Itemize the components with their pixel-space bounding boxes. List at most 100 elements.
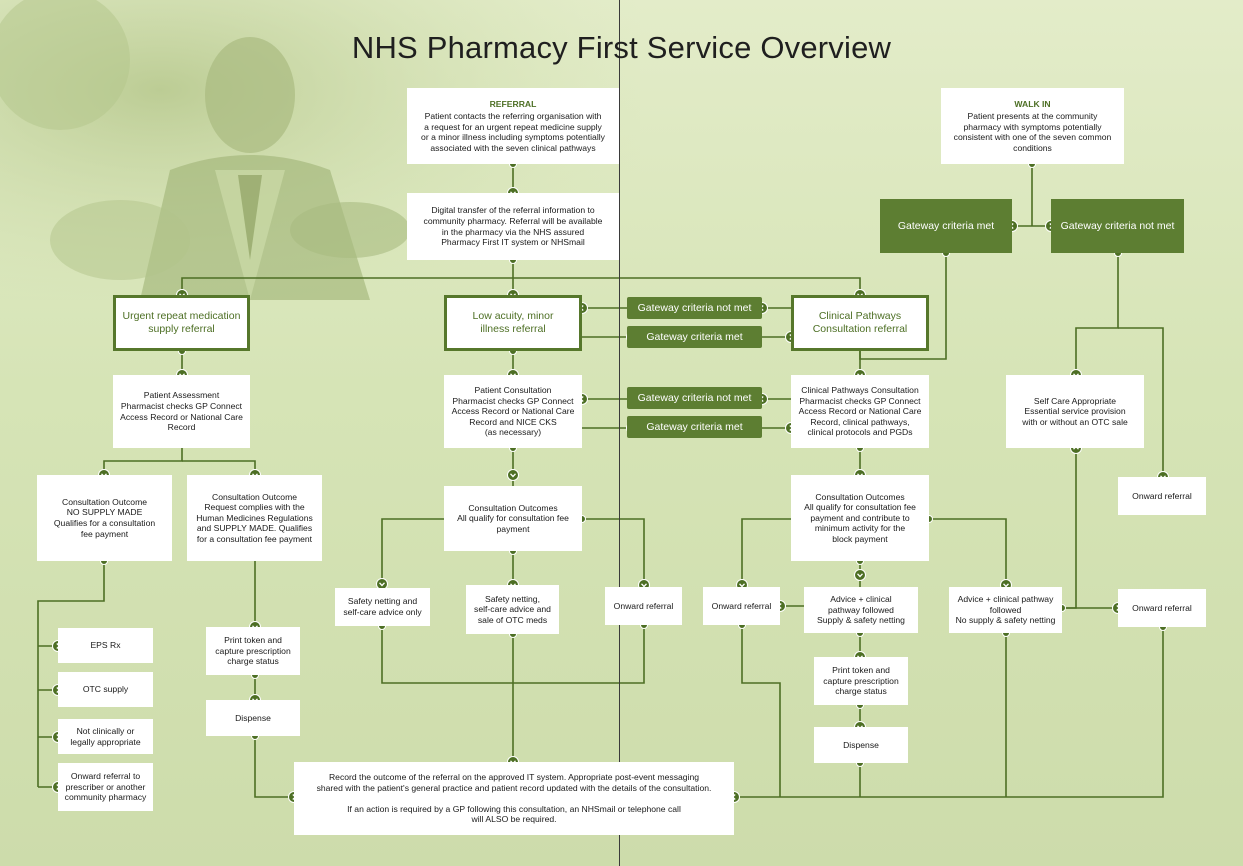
box-line: If an action is required by a GP followi… bbox=[347, 803, 681, 814]
arrow-marker-icon bbox=[507, 469, 519, 481]
connector-line bbox=[181, 277, 861, 295]
connector-line bbox=[929, 518, 1007, 587]
referral-box: REFERRAL Patient contacts the referring … bbox=[407, 88, 619, 164]
box-line: Advice + clinical pathway bbox=[957, 594, 1054, 605]
box-line: Low acuity, minor bbox=[472, 310, 554, 322]
box-line: community pharmacy bbox=[64, 792, 147, 803]
box-line: illness referral bbox=[480, 323, 546, 335]
box-line: payment bbox=[496, 523, 530, 534]
box-line: capture prescription bbox=[823, 675, 899, 686]
box-line: Safety netting, bbox=[485, 593, 540, 604]
outcomes-cp-box: Consultation Outcomes All qualify for co… bbox=[791, 475, 929, 561]
box-line: shared with the patient's general practi… bbox=[316, 782, 712, 793]
box-line: Record the outcome of the referral on th… bbox=[328, 772, 700, 783]
box-line: NO SUPPLY MADE bbox=[66, 507, 143, 518]
patient-assessment-box: Patient Assessment Pharmacist checks GP … bbox=[113, 375, 250, 448]
box-line: Human Medicines Regulations bbox=[196, 512, 313, 523]
connector-line bbox=[582, 518, 645, 587]
arrow-marker-icon bbox=[854, 569, 866, 581]
connector-line bbox=[37, 561, 105, 787]
walk-in-box: WALK IN Patient presents at the communit… bbox=[941, 88, 1124, 164]
box-line: Pharmacy First IT system or NHSmail bbox=[441, 237, 585, 248]
box-line: Record and NICE CKS bbox=[469, 416, 557, 427]
box-line: Safety netting and bbox=[347, 596, 418, 607]
low-acuity-box: Low acuity, minor illness referral bbox=[444, 295, 582, 351]
box-line: Consultation Outcome bbox=[61, 496, 148, 507]
box-line: Onward referral to bbox=[70, 771, 141, 782]
connector-line bbox=[103, 448, 183, 475]
urgent-repeat-box: Urgent repeat medication supply referral bbox=[113, 295, 250, 351]
box-line: Record bbox=[167, 422, 196, 433]
box-line: followed bbox=[989, 604, 1022, 615]
gateway-met-pill: Gateway criteria met bbox=[627, 416, 762, 438]
box-line: consistent with one of the seven common bbox=[953, 132, 1112, 143]
box-line: Record, clinical pathways, bbox=[810, 416, 910, 427]
onward-referral-box: Onward referral bbox=[703, 587, 780, 625]
box-line: Not clinically or bbox=[76, 725, 135, 736]
box-line: associated with the seven clinical pathw… bbox=[430, 142, 596, 153]
connector-line bbox=[1075, 253, 1119, 375]
box-line: in the pharmacy via the NHS assured bbox=[441, 226, 585, 237]
connector-line bbox=[381, 518, 444, 588]
box-line: Pharmacist checks GP Connect bbox=[799, 395, 921, 406]
gateway-not-met-pill: Gateway criteria not met bbox=[627, 387, 762, 409]
walk-in-heading: WALK IN bbox=[1014, 98, 1051, 109]
box-line: supply referral bbox=[148, 323, 215, 335]
box-line: Access Record or National Care bbox=[120, 411, 243, 422]
connector-line bbox=[1118, 327, 1164, 477]
gateway-not-met-box: Gateway criteria not met bbox=[1051, 199, 1184, 253]
box-line: clinical protocols and PGDs bbox=[807, 427, 913, 438]
clinical-pathways-referral-box: Clinical Pathways Consultation referral bbox=[791, 295, 929, 351]
print-token-left-box: Print token and capture prescription cha… bbox=[206, 627, 300, 675]
outcome-supply-box: Consultation Outcome Request complies wi… bbox=[187, 475, 322, 561]
box-line: Consultation Outcomes bbox=[468, 502, 558, 513]
box-line: All qualify for consultation fee bbox=[804, 502, 916, 513]
box-line: self-care advice and bbox=[474, 604, 551, 615]
box-line: Pharmacist checks GP Connect bbox=[120, 400, 243, 411]
box-line: pathway followed bbox=[828, 604, 894, 615]
divider-line bbox=[619, 0, 620, 866]
box-line: Consultation Outcomes bbox=[815, 491, 905, 502]
box-line: Patient Consultation bbox=[474, 385, 552, 396]
box-line: Print token and bbox=[832, 665, 890, 676]
cp-consultation-box: Clinical Pathways Consultation Pharmacis… bbox=[791, 375, 929, 448]
gateway-met-box: Gateway criteria met bbox=[880, 199, 1012, 253]
print-token-right-box: Print token and capture prescription cha… bbox=[814, 657, 908, 705]
box-line: prescriber or another bbox=[65, 781, 146, 792]
box-line: and SUPPLY MADE. Qualifies bbox=[196, 523, 313, 534]
outcomes-low-box: Consultation Outcomes All qualify for co… bbox=[444, 486, 582, 551]
not-clinically-box: Not clinically or legally appropriate bbox=[58, 719, 153, 754]
self-care-box: Self Care Appropriate Essential service … bbox=[1006, 375, 1144, 448]
onward-prescriber-box: Onward referral to prescriber or another… bbox=[58, 763, 153, 811]
connector-line bbox=[734, 627, 1164, 798]
box-line: or a minor illness including symptoms po… bbox=[421, 132, 605, 143]
box-line: Clinical Pathways bbox=[818, 310, 902, 322]
box-line: will ALSO be required. bbox=[471, 814, 557, 825]
box-line: Supply & safety netting bbox=[817, 615, 905, 626]
page-title: NHS Pharmacy First Service Overview bbox=[351, 30, 892, 65]
box-line: community pharmacy. Referral will be ava… bbox=[423, 215, 603, 226]
otc-supply-box: OTC supply bbox=[58, 672, 153, 707]
gateway-met-pill: Gateway criteria met bbox=[627, 326, 762, 348]
advice-no-supply-box: Advice + clinical pathway followed No su… bbox=[949, 587, 1062, 633]
box-line: Urgent repeat medication bbox=[122, 310, 241, 322]
onward-referral-box: Onward referral bbox=[1118, 589, 1206, 627]
box-line: Digital transfer of the referral informa… bbox=[431, 205, 595, 216]
box-line: minimum activity for the bbox=[814, 523, 906, 534]
onward-referral-box: Onward referral bbox=[1118, 477, 1206, 515]
box-line: for a consultation fee payment bbox=[196, 533, 313, 544]
box-line: fee payment bbox=[80, 528, 129, 539]
box-line: Patient contacts the referring organisat… bbox=[424, 111, 602, 122]
box-line: pharmacy with symptoms potentially bbox=[963, 121, 1102, 132]
record-outcome-box: Record the outcome of the referral on th… bbox=[294, 762, 734, 835]
box-line: self-care advice only bbox=[343, 607, 422, 617]
box-line: legally appropriate bbox=[70, 736, 141, 747]
box-line: All qualify for consultation fee bbox=[457, 513, 569, 524]
safety-netting-otc-box: Safety netting, self-care advice and sal… bbox=[466, 585, 559, 634]
box-line: conditions bbox=[1013, 142, 1052, 153]
box-line: Patient Assessment bbox=[143, 390, 220, 401]
outcome-no-supply-box: Consultation Outcome NO SUPPLY MADE Qual… bbox=[37, 475, 172, 561]
box-line: Essential service provision bbox=[1024, 406, 1126, 417]
connector-line bbox=[182, 460, 256, 475]
referral-heading: REFERRAL bbox=[489, 98, 537, 109]
